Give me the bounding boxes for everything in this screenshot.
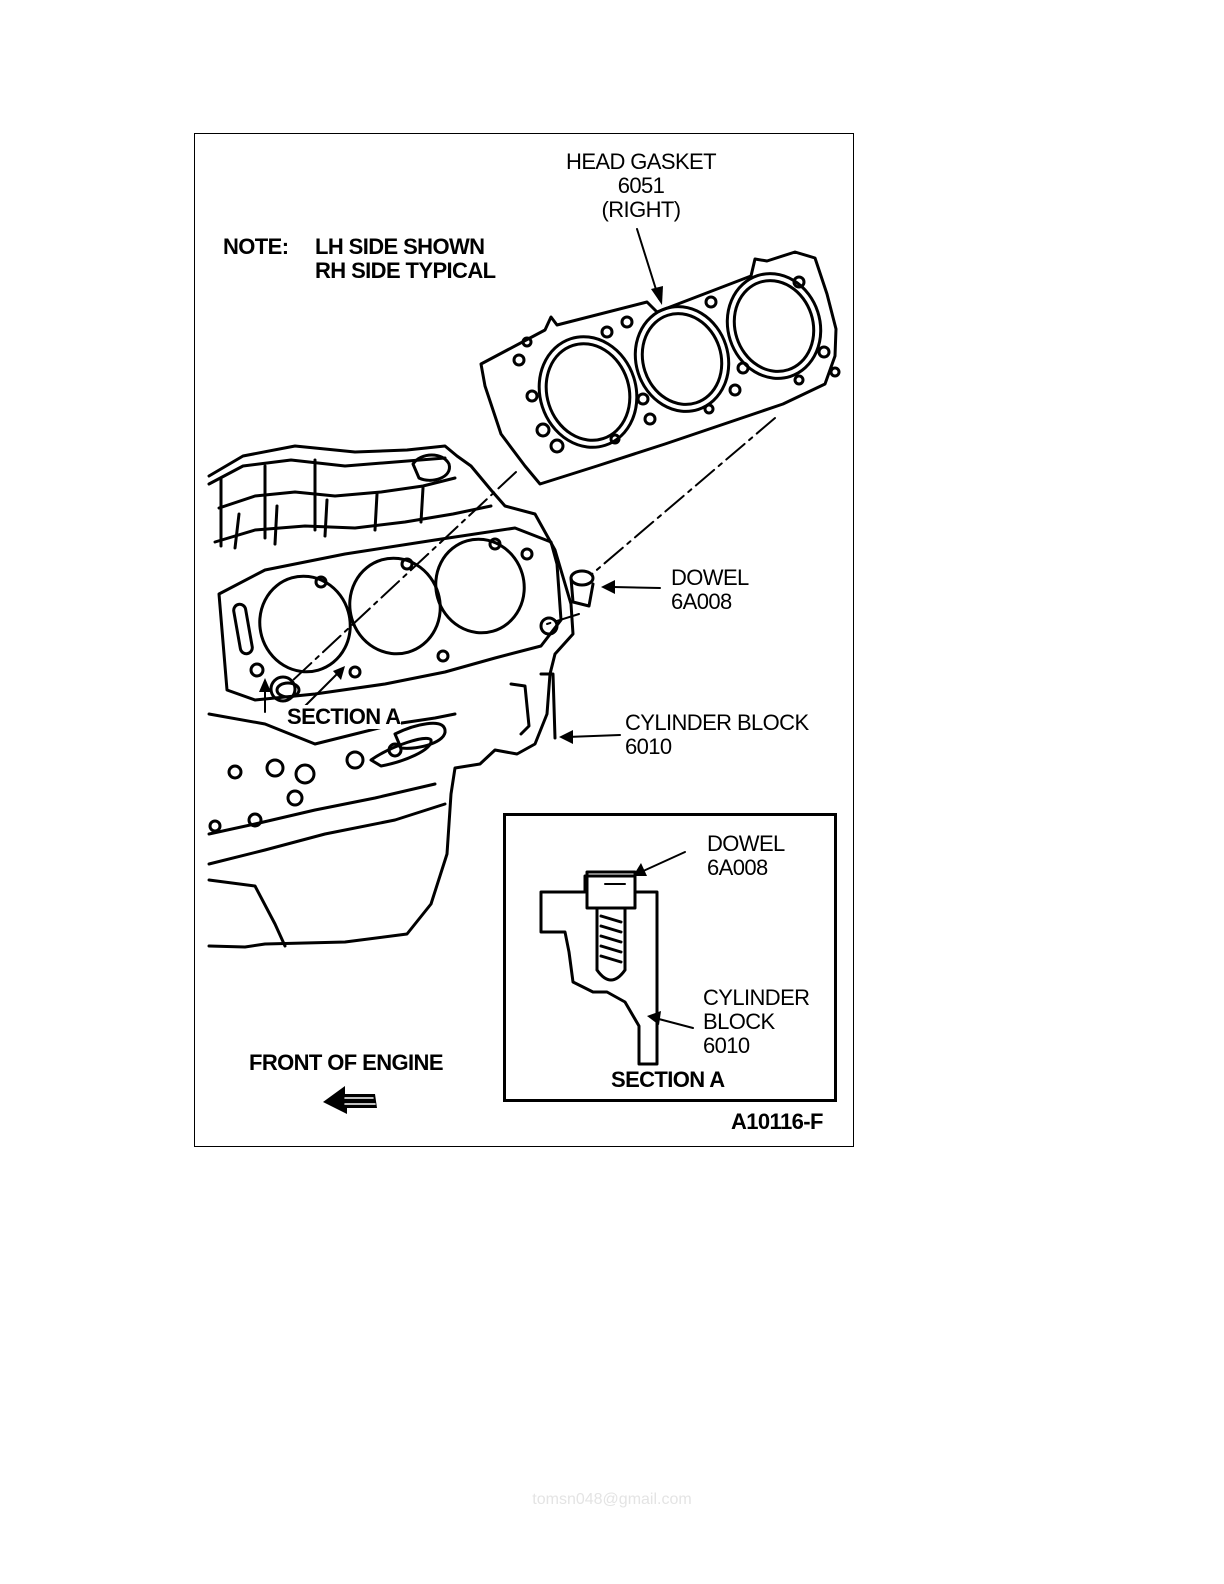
cylinder-block-part-number: 6010 (625, 735, 809, 759)
section-a-title: SECTION A (611, 1068, 725, 1092)
note-line-2: RH SIDE TYPICAL (315, 259, 495, 283)
head-gasket-name: HEAD GASKET (541, 150, 741, 174)
section-dowel-name: DOWEL (707, 832, 785, 856)
figure-id: A10116-F (731, 1110, 823, 1134)
cylinder-block-name: CYLINDER BLOCK (625, 711, 809, 735)
front-of-engine-arrow (323, 1086, 377, 1114)
section-block-line-2: BLOCK (703, 1010, 809, 1034)
section-a-inset (503, 813, 837, 1102)
section-dowel-label: DOWEL 6A008 (707, 832, 785, 880)
section-a-callout: SECTION A (287, 705, 401, 729)
note-prefix: NOTE: (223, 235, 288, 259)
dowel-label: DOWEL 6A008 (671, 566, 749, 614)
watermark: tomsn048@gmail.com (0, 1491, 1224, 1509)
head-gasket-part-number: 6051 (541, 174, 741, 198)
head-gasket-side: (RIGHT) (541, 198, 741, 222)
cylinder-block-label: CYLINDER BLOCK 6010 (625, 711, 809, 759)
section-block-line-1: CYLINDER (703, 986, 809, 1010)
dowel-name: DOWEL (671, 566, 749, 590)
note-line-1: LH SIDE SHOWN (315, 235, 484, 259)
section-dowel-part-number: 6A008 (707, 856, 785, 880)
section-block-label: CYLINDER BLOCK 6010 (703, 986, 809, 1058)
section-block-part-number: 6010 (703, 1034, 809, 1058)
dowel-part-number: 6A008 (671, 590, 749, 614)
diagram-figure: HEAD GASKET 6051 (RIGHT) NOTE: LH SIDE S… (194, 133, 854, 1147)
head-gasket-label: HEAD GASKET 6051 (RIGHT) (541, 150, 741, 222)
front-of-engine-label: FRONT OF ENGINE (249, 1051, 443, 1075)
